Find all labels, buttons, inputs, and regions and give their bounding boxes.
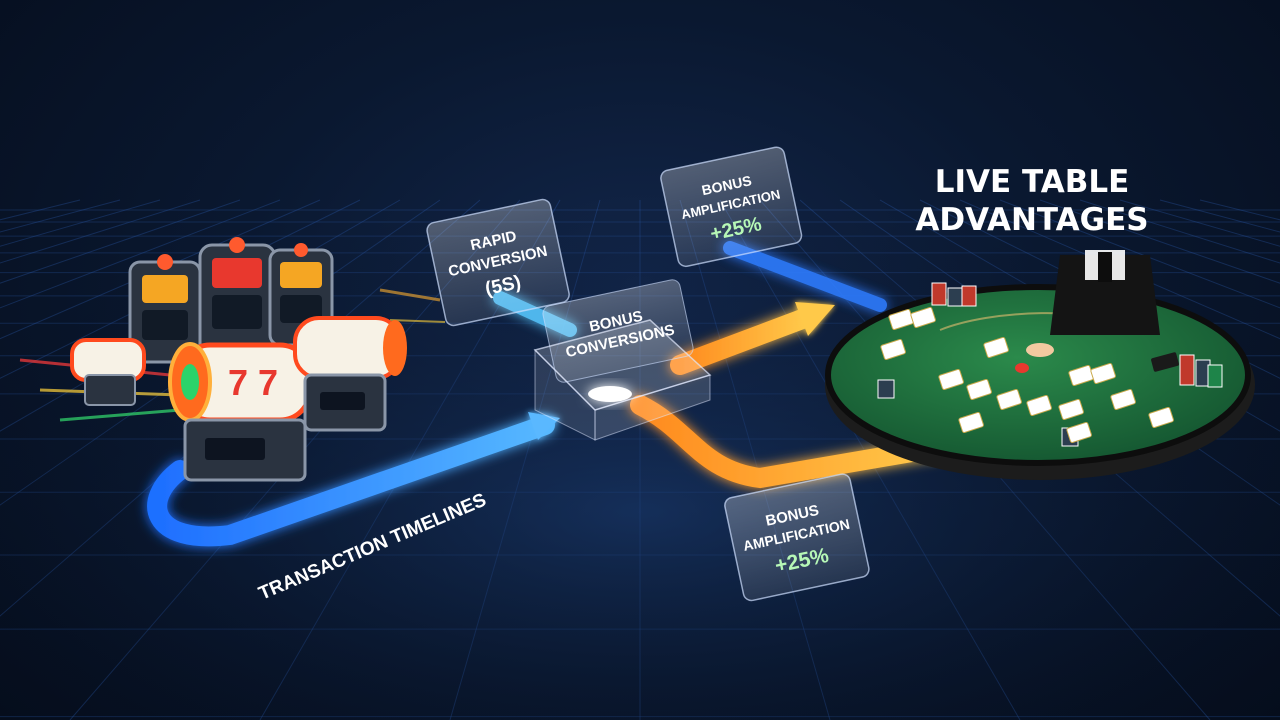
reel-icon: 7 7 xyxy=(168,342,313,482)
blue-flow-bonus-top xyxy=(723,241,887,312)
svg-text:7: 7 xyxy=(228,362,248,403)
chip-stack-icon xyxy=(1179,354,1223,388)
title-line2: ADVANTAGES xyxy=(915,202,1148,238)
playing-card-icon xyxy=(1058,398,1084,420)
playing-card-icon xyxy=(1066,421,1092,443)
playing-card-icon xyxy=(910,306,936,328)
rapid-conversion-card: RAPID CONVERSION (5s) xyxy=(426,198,570,327)
playing-card-icon xyxy=(938,368,964,390)
playing-card-icon xyxy=(1148,406,1174,428)
orange-flow-up-arrowhead xyxy=(795,302,835,336)
playing-cards xyxy=(880,306,1174,443)
bonus-amplification-bottom-card: BONUS AMPLIFICATION +25% xyxy=(724,473,870,602)
orange-flow-down xyxy=(630,395,945,489)
chip-stack-icon xyxy=(931,282,977,307)
reel-icon xyxy=(70,338,146,406)
playing-card-icon xyxy=(880,338,906,360)
playing-card-icon xyxy=(958,411,984,433)
playing-card-icon xyxy=(966,378,992,400)
orange-flow-up xyxy=(670,308,815,375)
bonus-amplification-top-card: BONUS AMPLIFICATION +25% xyxy=(660,146,803,268)
svg-text:7: 7 xyxy=(258,362,278,403)
dealer-icon xyxy=(1026,250,1160,357)
bonus-conversions-hub: BONUS CONVERSIONS xyxy=(533,279,712,441)
playing-card-icon xyxy=(1026,394,1052,416)
blackjack-table-icon xyxy=(825,250,1255,480)
playing-card-icon xyxy=(996,388,1022,410)
slot-machines: 7 7 xyxy=(70,237,407,482)
slot-machine-icon xyxy=(198,237,277,357)
title-line1: LIVE TABLE xyxy=(935,164,1130,200)
slot-machine-icon xyxy=(128,254,202,364)
reel-icon xyxy=(293,316,407,432)
playing-card-icon xyxy=(1110,388,1136,410)
blue-flow-bottom xyxy=(147,415,555,547)
playing-card-icon xyxy=(1090,362,1116,384)
playing-card-icon xyxy=(983,336,1009,358)
